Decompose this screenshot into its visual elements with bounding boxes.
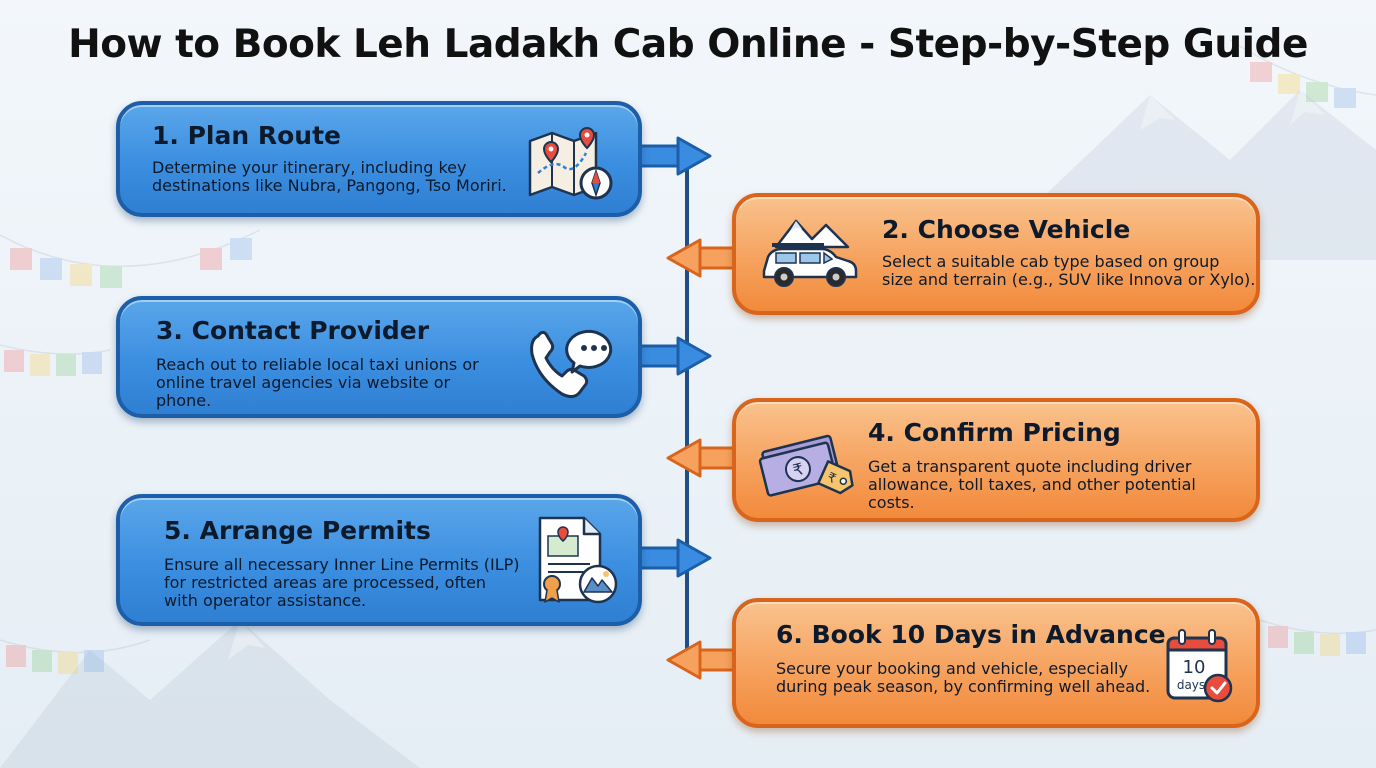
step-card-6: 6. Book 10 Days in Advance Secure your b… xyxy=(732,598,1260,728)
calendar-check-icon: 10 days xyxy=(1166,629,1233,703)
timeline-line xyxy=(685,150,689,650)
step-card-2: 2. Choose Vehicle Select a suitable cab … xyxy=(732,193,1260,315)
step-title: 2. Choose Vehicle xyxy=(882,215,1131,244)
rupee-cash-tag-icon: ₹ ₹ xyxy=(758,434,854,497)
step-title: 1. Plan Route xyxy=(152,121,341,150)
step-card-5: 5. Arrange Permits Ensure all necessary … xyxy=(116,494,642,626)
connector-arrow-right xyxy=(636,336,712,376)
step-title: 4. Confirm Pricing xyxy=(868,418,1121,447)
step-card-1: 1. Plan Route Determine your itinerary, … xyxy=(116,101,642,217)
step-description: Get a transparent quote including driver… xyxy=(868,457,1196,512)
svg-text:₹: ₹ xyxy=(791,459,805,480)
phone-chat-icon xyxy=(530,329,613,399)
step-title: 3. Contact Provider xyxy=(156,316,430,345)
connector-arrow-left xyxy=(666,640,742,680)
map-compass-icon xyxy=(528,127,613,200)
suv-mountain-icon xyxy=(762,219,858,287)
step-title: 5. Arrange Permits xyxy=(164,516,431,545)
calendar-number: 10 xyxy=(1183,657,1206,678)
connector-arrow-left xyxy=(666,238,742,278)
calendar-unit: days xyxy=(1177,678,1205,692)
step-description: Ensure all necessary Inner Line Permits … xyxy=(164,555,520,610)
step-title: 6. Book 10 Days in Advance xyxy=(776,620,1166,649)
permit-document-icon xyxy=(538,516,618,604)
connector-arrow-right xyxy=(636,136,712,176)
connector-arrow-right xyxy=(636,538,712,578)
step-card-3: 3. Contact Provider Reach out to reliabl… xyxy=(116,296,642,418)
connector-arrow-left xyxy=(666,438,742,478)
step-card-4: 4. Confirm Pricing Get a transparent quo… xyxy=(732,398,1260,522)
page-title: How to Book Leh Ladakh Cab Online - Step… xyxy=(68,22,1308,67)
step-description: Select a suitable cab type based on grou… xyxy=(882,252,1256,289)
step-description: Reach out to reliable local taxi unions … xyxy=(156,355,479,410)
step-description: Determine your itinerary, including key … xyxy=(152,158,507,195)
step-description: Secure your booking and vehicle, especia… xyxy=(776,659,1151,696)
